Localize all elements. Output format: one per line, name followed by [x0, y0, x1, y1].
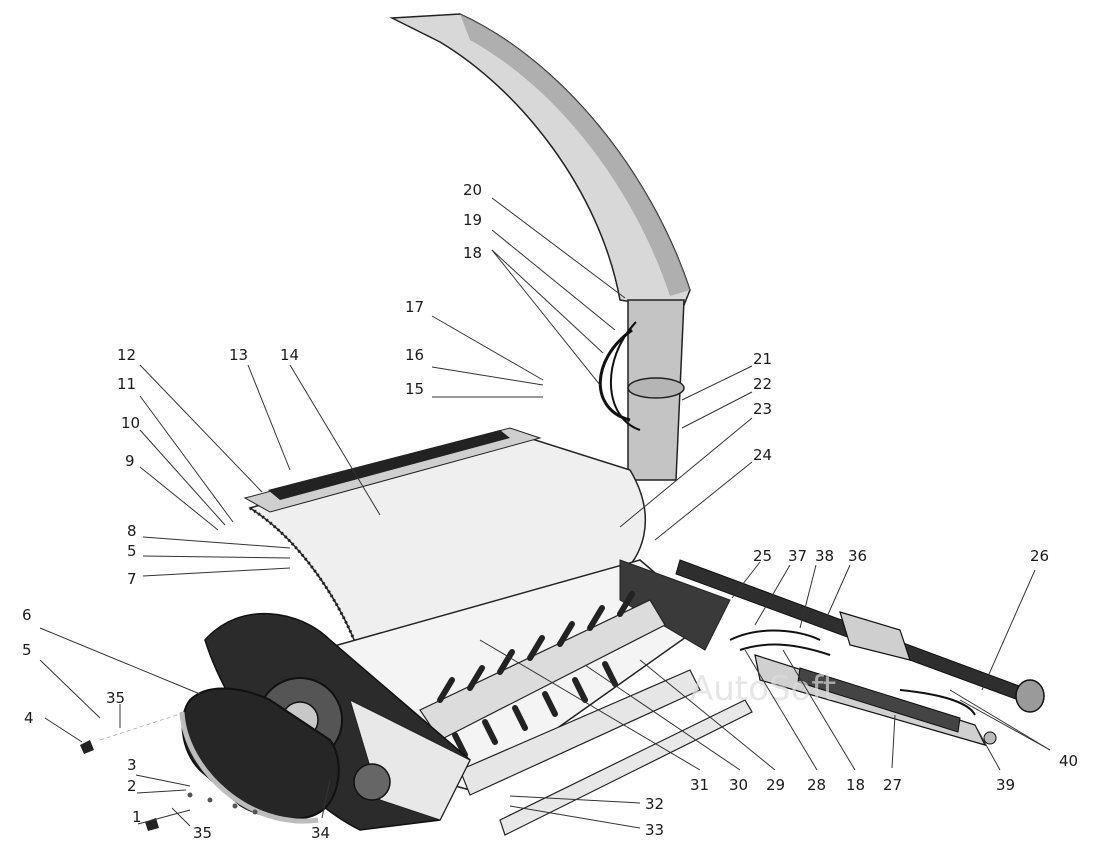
callout-1: 1 — [132, 808, 142, 826]
callout-13: 13 — [229, 346, 248, 364]
callout-25: 25 — [753, 547, 772, 565]
part-bolt-4 — [80, 740, 94, 754]
front-bar — [459, 669, 701, 796]
callout-30: 30 — [729, 776, 748, 794]
part-axis — [99, 713, 181, 741]
callout-3: 3 — [127, 756, 137, 774]
callout-11: 11 — [117, 375, 136, 393]
callout-26: 26 — [1030, 547, 1049, 565]
callout-37: 37 — [788, 547, 807, 565]
callout-10: 10 — [121, 414, 140, 432]
part-washer-b — [207, 797, 213, 803]
callout-4: 4 — [24, 709, 34, 727]
callout-6: 6 — [22, 606, 32, 624]
part-washer-d — [252, 809, 258, 815]
cover-strip — [268, 430, 510, 500]
machine-illustration — [80, 13, 1045, 836]
callout-34: 34 — [311, 824, 330, 842]
callout-2: 2 — [127, 777, 137, 795]
callout-17: 17 — [405, 298, 424, 316]
callout-39: 39 — [996, 776, 1015, 794]
shaft-guard — [839, 611, 911, 661]
spout-shade — [460, 14, 690, 296]
right-side-wall — [619, 559, 731, 651]
callout-24: 24 — [753, 446, 772, 464]
hydraulic-lines — [729, 629, 976, 716]
spout-hose-2 — [609, 321, 641, 431]
part-washer-a — [187, 792, 193, 798]
callout-8: 8 — [127, 522, 137, 540]
callout-38: 38 — [815, 547, 834, 565]
cylinder-eye — [983, 731, 997, 745]
watermark: AutoSoft — [690, 669, 836, 709]
callout-12: 12 — [117, 346, 136, 364]
callout-33: 33 — [645, 821, 664, 839]
part-washer-c — [232, 803, 238, 809]
callout-18a: 18 — [463, 244, 482, 262]
callout-7: 7 — [127, 570, 137, 588]
callout-14: 14 — [280, 346, 299, 364]
callout-40: 40 — [1059, 752, 1078, 770]
callout-18b: 18 — [846, 776, 865, 794]
callout-15: 15 — [405, 380, 424, 398]
callout-27: 27 — [883, 776, 902, 794]
callout-labels: 1 2 3 4 5 5 6 7 8 9 10 11 12 13 14 15 16… — [22, 181, 1078, 842]
spout-swivel-ring — [627, 377, 685, 399]
shaft-coupler — [1015, 679, 1045, 713]
cover-edge — [249, 506, 362, 656]
callout-16: 16 — [405, 346, 424, 364]
callout-22: 22 — [753, 375, 772, 393]
callout-31: 31 — [690, 776, 709, 794]
leader-lines — [39, 197, 1051, 829]
callout-35a: 35 — [106, 689, 125, 707]
callout-9: 9 — [125, 452, 135, 470]
callout-5a: 5 — [22, 641, 32, 659]
callout-32: 32 — [645, 795, 664, 813]
support-beam — [499, 699, 753, 836]
callout-28: 28 — [807, 776, 826, 794]
callout-19: 19 — [463, 211, 482, 229]
callout-5b: 5 — [127, 542, 137, 560]
callout-36: 36 — [848, 547, 867, 565]
rotor-knives — [437, 591, 635, 758]
belt-guard-rim — [179, 711, 319, 824]
callout-20: 20 — [463, 181, 482, 199]
cylinder-tube — [797, 667, 961, 733]
callout-29: 29 — [766, 776, 785, 794]
callout-21: 21 — [753, 350, 772, 368]
callout-23: 23 — [753, 400, 772, 418]
small-sprocket — [353, 763, 391, 801]
spout-hose — [598, 328, 633, 422]
callout-35b: 35 — [193, 824, 212, 842]
discharge-spout — [389, 13, 691, 311]
